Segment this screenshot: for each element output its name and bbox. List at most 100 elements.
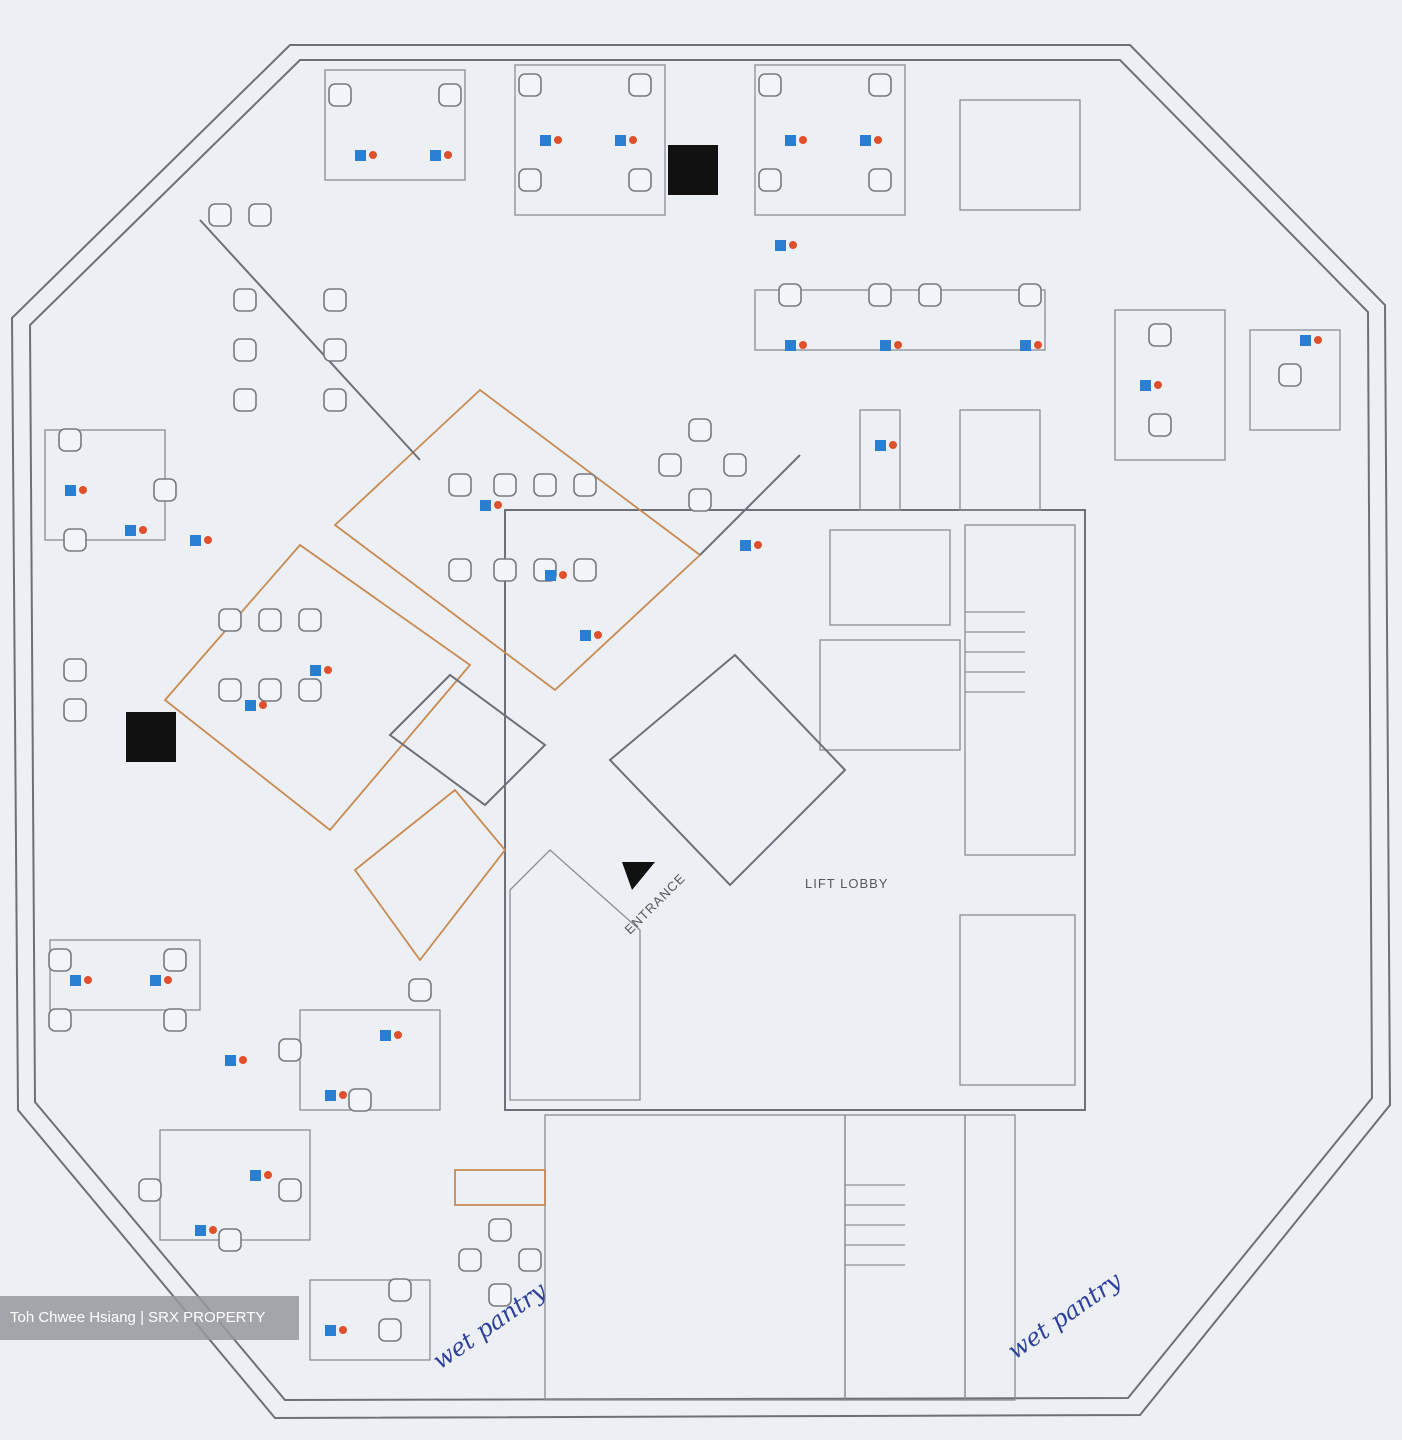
data-point-icon	[190, 535, 201, 546]
chair	[278, 1178, 302, 1202]
chair	[1278, 363, 1302, 387]
workstation	[754, 289, 1046, 351]
power-point-icon	[339, 1326, 347, 1334]
chair	[278, 1038, 302, 1062]
power-point-icon	[369, 151, 377, 159]
data-point-icon	[225, 1055, 236, 1066]
power-point-icon	[324, 666, 332, 674]
power-point-icon	[259, 701, 267, 709]
chair	[58, 428, 82, 452]
chair	[488, 1283, 512, 1307]
chair	[233, 388, 257, 412]
chair	[163, 1008, 187, 1032]
chair	[778, 283, 802, 307]
chair	[63, 528, 87, 552]
data-point-icon	[380, 1030, 391, 1041]
chair	[448, 473, 472, 497]
power-point-icon	[894, 341, 902, 349]
chair	[493, 558, 517, 582]
workstation	[299, 1009, 441, 1111]
chair	[458, 1248, 482, 1272]
power-point-icon	[559, 571, 567, 579]
chair	[388, 1278, 412, 1302]
power-point-icon	[394, 1031, 402, 1039]
chair	[688, 488, 712, 512]
data-point-icon	[150, 975, 161, 986]
chair	[758, 168, 782, 192]
chair	[323, 388, 347, 412]
data-point-icon	[480, 500, 491, 511]
power-point-icon	[84, 976, 92, 984]
watermark: Toh Chwee Hsiang | SRX PROPERTY	[0, 1296, 299, 1340]
data-point-icon	[430, 150, 441, 161]
power-point-icon	[79, 486, 87, 494]
chair	[218, 608, 242, 632]
power-point-icon	[1314, 336, 1322, 344]
data-point-icon	[125, 525, 136, 536]
data-point-icon	[860, 135, 871, 146]
data-point-icon	[875, 440, 886, 451]
chair	[163, 948, 187, 972]
power-point-icon	[799, 341, 807, 349]
chair	[348, 1088, 372, 1112]
workstation	[514, 64, 666, 216]
data-point-icon	[355, 150, 366, 161]
power-point-icon	[889, 441, 897, 449]
power-point-icon	[139, 526, 147, 534]
data-point-icon	[70, 975, 81, 986]
chair	[918, 283, 942, 307]
data-point-icon	[615, 135, 626, 146]
power-point-icon	[264, 1171, 272, 1179]
chair	[493, 473, 517, 497]
power-point-icon	[594, 631, 602, 639]
chair	[298, 678, 322, 702]
chair	[48, 948, 72, 972]
chair	[448, 558, 472, 582]
chair	[628, 73, 652, 97]
power-point-icon	[339, 1091, 347, 1099]
workstation	[1249, 329, 1341, 431]
data-point-icon	[310, 665, 321, 676]
chair	[488, 1218, 512, 1242]
power-point-icon	[444, 151, 452, 159]
chair	[868, 73, 892, 97]
chair	[248, 203, 272, 227]
chair	[233, 288, 257, 312]
workstation	[959, 99, 1081, 211]
chair	[438, 83, 462, 107]
chair	[688, 418, 712, 442]
data-point-icon	[785, 340, 796, 351]
power-point-icon	[494, 501, 502, 509]
building-core	[504, 409, 1086, 1401]
chair	[573, 473, 597, 497]
data-point-icon	[775, 240, 786, 251]
chair	[63, 698, 87, 722]
data-point-icon	[65, 485, 76, 496]
chair	[408, 978, 432, 1002]
chair	[153, 478, 177, 502]
chairs	[48, 73, 1302, 1342]
power-point-icon	[164, 976, 172, 984]
power-point-icon	[209, 1226, 217, 1234]
data-point-icon	[785, 135, 796, 146]
chair	[1148, 323, 1172, 347]
chair	[208, 203, 232, 227]
chair	[298, 608, 322, 632]
chair	[518, 73, 542, 97]
chair	[573, 558, 597, 582]
chair	[233, 338, 257, 362]
workstation	[1114, 309, 1226, 461]
data-point-icon	[880, 340, 891, 351]
workstation	[309, 1279, 431, 1361]
outer-wall	[10, 44, 1392, 1420]
data-point-icon	[195, 1225, 206, 1236]
data-point-icon	[250, 1170, 261, 1181]
power-point-icon	[789, 241, 797, 249]
chair	[868, 168, 892, 192]
data-power-points	[65, 135, 1322, 1336]
data-point-icon	[545, 570, 556, 581]
chair	[518, 1248, 542, 1272]
chair	[138, 1178, 162, 1202]
